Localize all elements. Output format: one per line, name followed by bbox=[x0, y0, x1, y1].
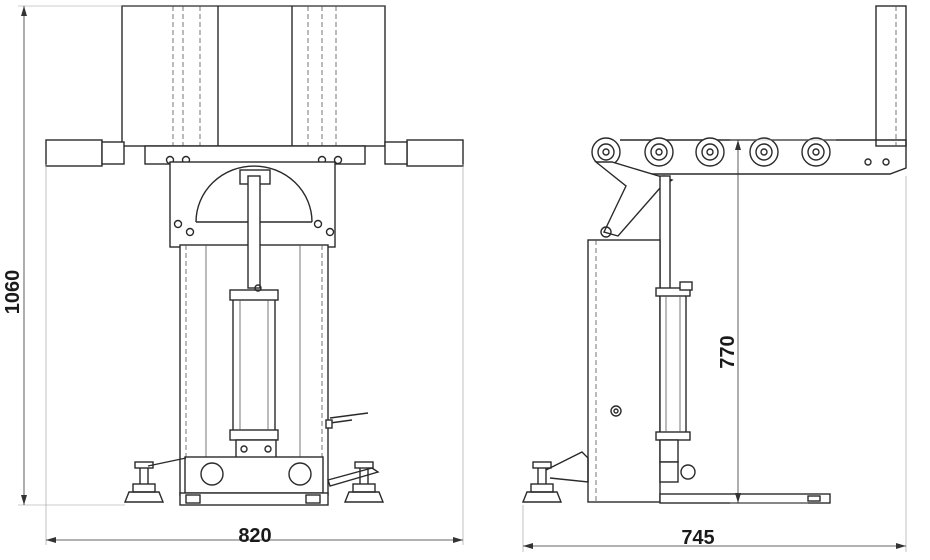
dimension-label-820: 820 bbox=[238, 525, 271, 547]
side-rollers bbox=[591, 137, 831, 167]
side-view bbox=[521, 5, 907, 504]
side-lever-arm bbox=[594, 161, 674, 237]
dimension-label-745: 745 bbox=[681, 527, 714, 549]
front-base bbox=[179, 492, 329, 506]
side-handle-bar bbox=[875, 5, 907, 147]
dimension-label-1060: 1060 bbox=[2, 270, 24, 315]
front-cylinder bbox=[232, 291, 276, 435]
front-right-arm bbox=[406, 139, 464, 167]
side-base bbox=[659, 493, 831, 504]
front-top-panel bbox=[121, 5, 386, 147]
side-dimensions bbox=[522, 139, 907, 552]
side-main-body bbox=[587, 239, 661, 503]
front-left-arm bbox=[45, 139, 103, 167]
front-dimensions bbox=[18, 5, 464, 545]
front-view bbox=[45, 5, 464, 506]
side-cylinder bbox=[659, 293, 687, 435]
dimension-label-770: 770 bbox=[717, 335, 739, 368]
